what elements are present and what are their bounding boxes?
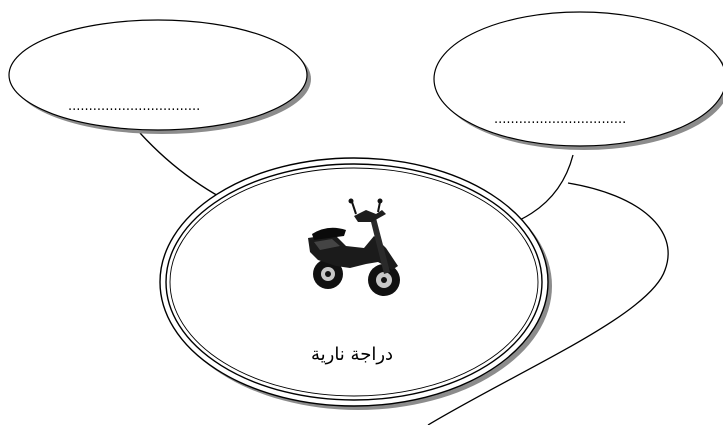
bubble-left-text: ................................	[68, 99, 200, 114]
bubble-left: ................................	[9, 20, 311, 134]
bubble-right: ................................	[434, 12, 723, 150]
center-label: دراجة نارية	[311, 344, 393, 365]
bubble-right-text: ................................	[494, 112, 626, 127]
center-circle	[160, 158, 552, 410]
